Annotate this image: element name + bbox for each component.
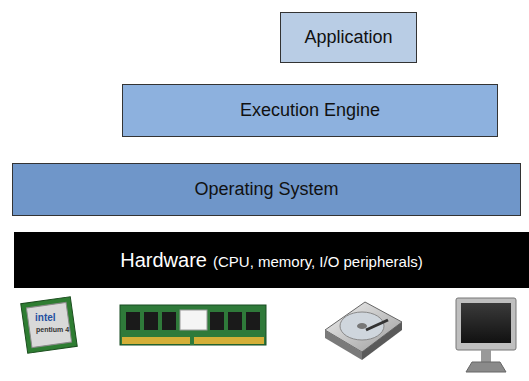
cpu-chip bbox=[21, 297, 77, 353]
hard-disk bbox=[325, 302, 402, 360]
monitor bbox=[456, 298, 516, 372]
chip-brand: intel bbox=[35, 312, 56, 323]
layer-title: Hardware bbox=[120, 249, 207, 272]
layer-title: Application bbox=[304, 27, 392, 48]
layer-detail: (CPU, memory, I/O peripherals) bbox=[213, 253, 423, 270]
operating-system-layer: Operating System bbox=[12, 163, 521, 216]
layer-title: Operating System bbox=[194, 179, 338, 200]
hardware-layer: Hardware (CPU, memory, I/O peripherals) bbox=[14, 232, 529, 288]
application-layer: Application bbox=[280, 12, 417, 63]
layer-title: Execution Engine bbox=[240, 100, 380, 121]
ram-module bbox=[120, 305, 266, 345]
chip-model: pentium 4 bbox=[36, 326, 69, 333]
execution-engine-layer: Execution Engine bbox=[122, 84, 498, 137]
